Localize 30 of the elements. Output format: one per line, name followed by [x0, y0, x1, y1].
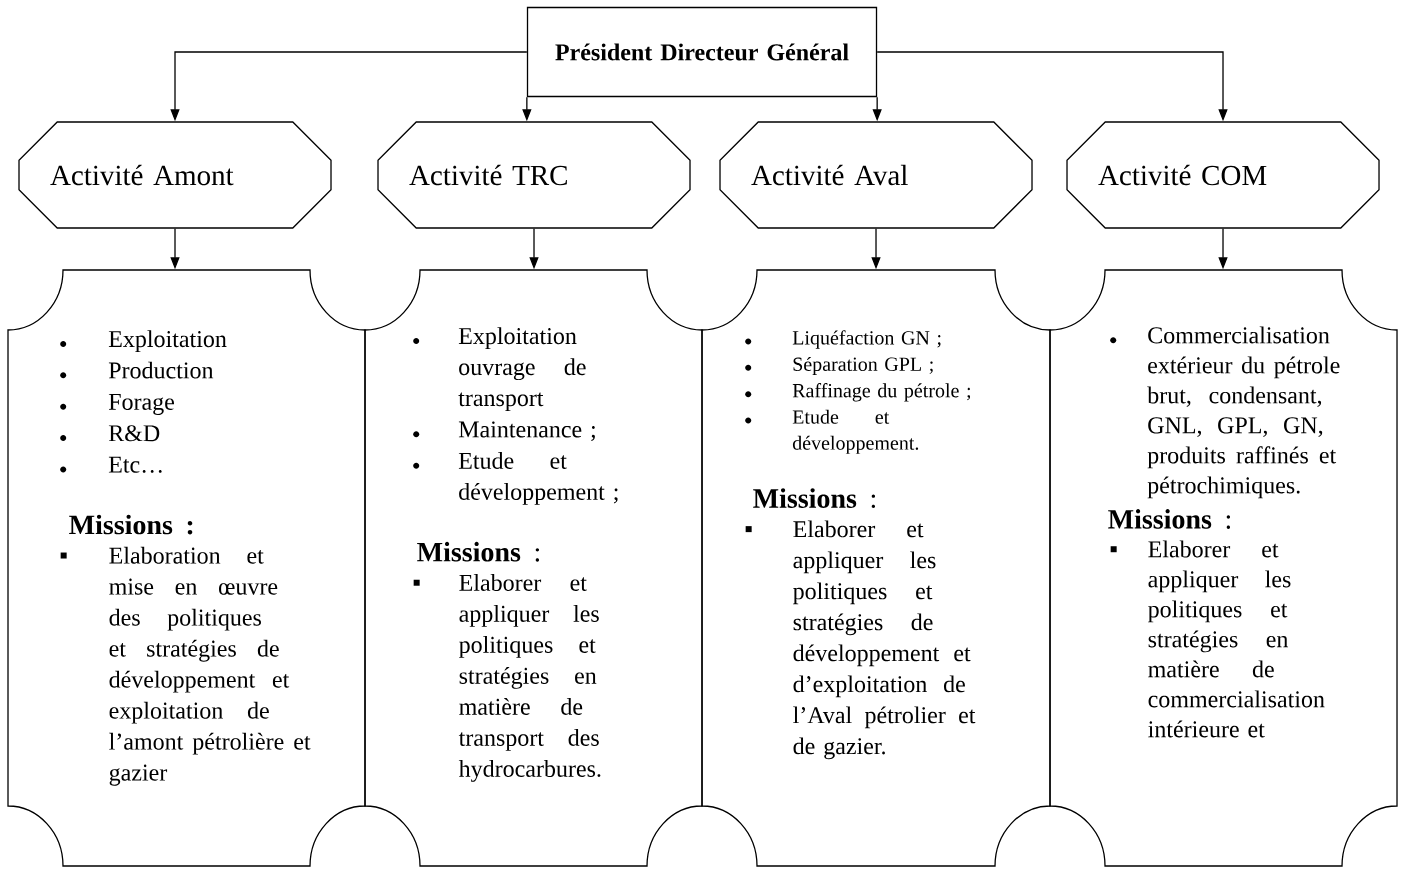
bullet-item: Maintenance ; — [413, 421, 595, 441]
bullet-item: Elaborer et appliquer les politiques et stratégies de développement et d’exploitation de l’Aval pétrolier et de gazier. — [745, 520, 976, 760]
bullet-item: Commercialisation extérieur du pétrole brut, condensant, GNL, GPL, GN, produits raffinés et pétrochimiques. — [1110, 326, 1340, 499]
bullet-item: Raffinage du pétrole ; — [745, 383, 971, 402]
bullet-item: Production — [60, 361, 214, 379]
bullet-item: Elaboration et mise en œuvre des politiques et stratégies de développement et exploitation de l’amont pétrolière et gazier — [60, 546, 311, 786]
section-heading: Missions : — [417, 541, 539, 562]
bullet-item: Elaborer et appliquer les politiques et stratégies en matière de transport des hydrocarbures. — [413, 574, 601, 782]
scroll-box — [7, 269, 366, 867]
bullet-item: Exploitation ouvrage de transport — [413, 327, 586, 411]
octagon-box: Activité TRC — [377, 121, 691, 229]
bullet-item: Elaborer et appliquer les politiques et stratégies en matière de commercialisation intérieure et — [1110, 540, 1325, 738]
octagon-box: Activité Amont — [18, 121, 332, 229]
scroll-box — [701, 269, 1051, 867]
section-heading: Missions : — [69, 514, 193, 535]
bullet-item: Exploitation — [60, 330, 227, 352]
bullet-item: Séparation GPL ; — [745, 356, 933, 376]
scroll-box — [364, 269, 703, 867]
scroll-box — [1049, 269, 1398, 867]
section-heading: Missions : — [753, 488, 875, 509]
bullet-item: Etude et développement. — [745, 409, 919, 454]
bullet-item: R&D — [60, 425, 160, 442]
octagon-box: Activité COM — [1066, 121, 1380, 229]
bullet-item: Etc… — [60, 456, 162, 473]
title-box: Président Directeur Général — [526, 6, 878, 98]
section-heading: Missions : — [1108, 509, 1230, 529]
octagon-box: Activité Aval — [719, 121, 1033, 229]
bullet-item: Liquéfaction GN ; — [745, 330, 941, 349]
bullet-item: Etude et développement ; — [413, 452, 618, 505]
bullet-item: Forage — [60, 394, 174, 415]
